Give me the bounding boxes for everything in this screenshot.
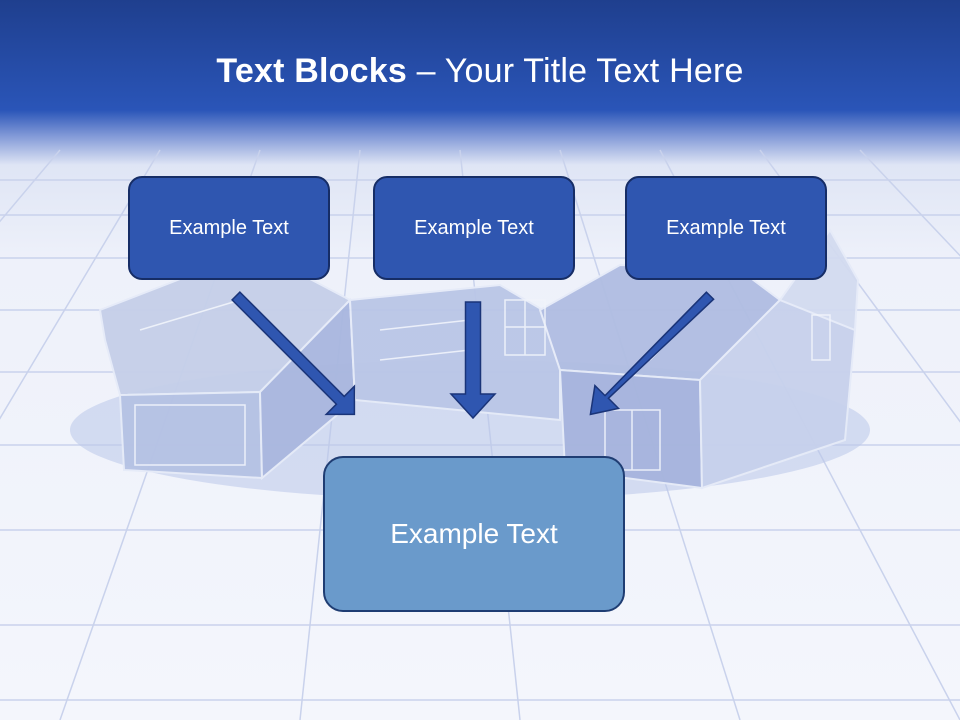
text-block-3: Example Text bbox=[625, 176, 827, 280]
house-details bbox=[134, 299, 831, 471]
result-text-block: Example Text bbox=[323, 456, 625, 612]
slide-title: Text Blocks – Your Title Text Here bbox=[0, 52, 960, 91]
arrow-right bbox=[589, 291, 715, 416]
text-block-2: Example Text bbox=[373, 176, 575, 280]
flow-arrows bbox=[231, 291, 715, 420]
title-dash: – bbox=[406, 52, 445, 90]
arrow-center bbox=[449, 301, 497, 420]
arrow-left bbox=[231, 291, 356, 416]
title-bold-part: Text Blocks bbox=[216, 52, 407, 90]
text-block-1: Example Text bbox=[128, 176, 330, 280]
title-rest: Your Title Text Here bbox=[444, 52, 744, 90]
